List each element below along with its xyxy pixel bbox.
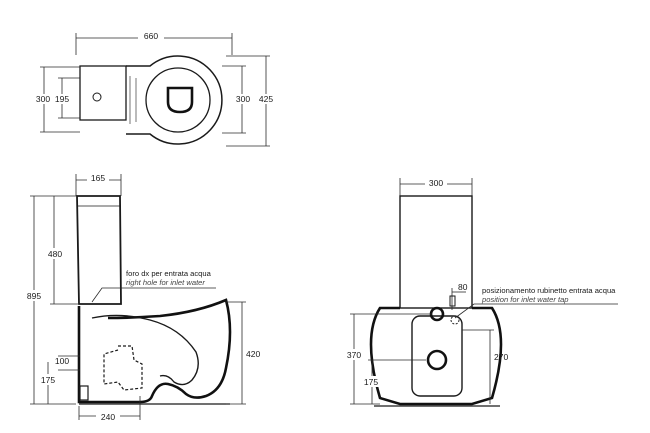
flush-button [92, 92, 102, 102]
side-floor-drain-label: 240 [101, 412, 115, 422]
top-tank-depth-outer-label: 300 [36, 94, 50, 104]
back-right-height-label: 270 [494, 352, 508, 362]
side-bowl-inner [91, 314, 199, 386]
back-drain-hole [426, 349, 448, 371]
back-tap-label: 80 [458, 282, 468, 292]
side-tank-width-label: 165 [91, 173, 105, 183]
top-tank-outline [79, 65, 127, 121]
tap-note-en: position for inlet water tap [481, 295, 569, 304]
tap-leader [454, 303, 618, 319]
inlet-leader [91, 287, 216, 303]
side-drain-height-label: 175 [41, 375, 55, 385]
inlet-note-en: right hole for inlet water [126, 278, 205, 287]
side-tank-height-label: 480 [48, 249, 62, 259]
back-inner-cavity [411, 315, 463, 397]
back-left-height-label: 370 [347, 350, 361, 360]
side-view: 165 895 480 100 175 420 [23, 172, 260, 422]
back-bowl [369, 306, 503, 406]
back-view: 300 80 posizionamento rubinetto entrata … [343, 177, 618, 407]
back-drain-height-label: 175 [364, 377, 378, 387]
water-tap-position [450, 315, 460, 325]
top-bowl-opening [166, 86, 194, 114]
top-bowl-outline [126, 55, 223, 145]
inlet-note-it: foro dx per entrata acqua [126, 269, 212, 278]
side-tank [76, 195, 122, 305]
top-total-depth-label: 425 [259, 94, 273, 104]
top-tank-depth-inner-label: 195 [55, 94, 69, 104]
side-bowl [77, 298, 232, 404]
tap-note-it: posizionamento rubinetto entrata acqua [482, 286, 616, 295]
top-view: 660 300 195 300 425 [33, 30, 276, 147]
top-bowl-width-label: 300 [236, 94, 250, 104]
side-drain-label: 100 [55, 356, 69, 366]
side-bowl-height-label: 420 [246, 349, 260, 359]
top-width-label: 660 [144, 31, 158, 41]
back-tank-width-label: 300 [429, 178, 443, 188]
top-bowl-rim [145, 67, 211, 133]
back-inlet-hole [429, 306, 445, 322]
side-trap [103, 345, 143, 391]
side-total-height-label: 895 [27, 291, 41, 301]
